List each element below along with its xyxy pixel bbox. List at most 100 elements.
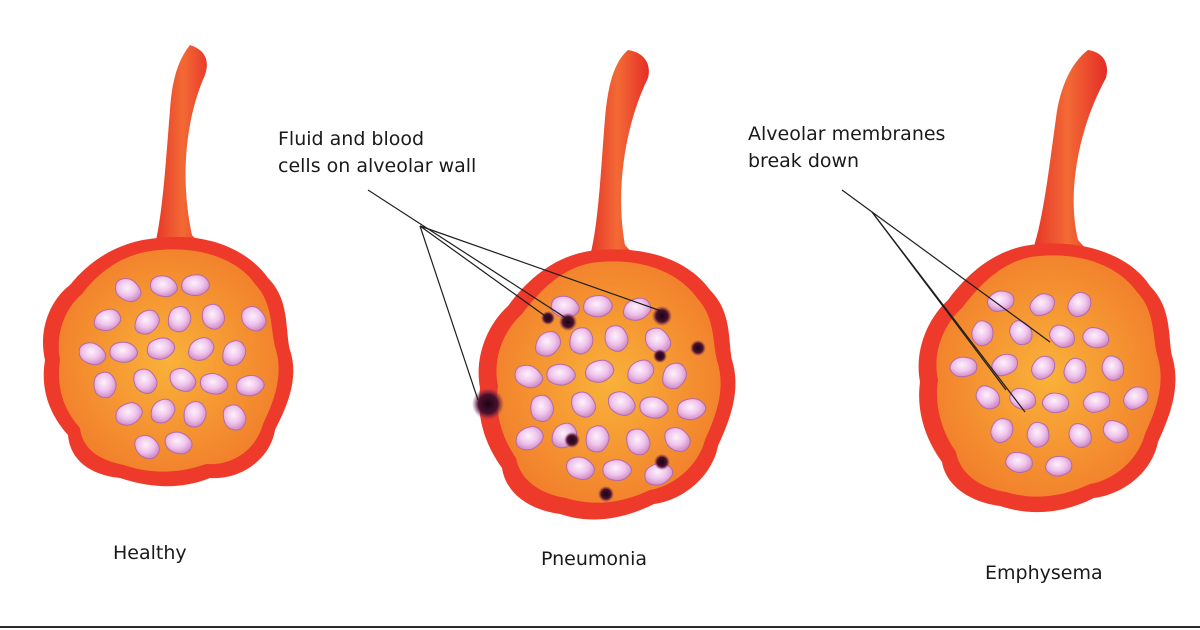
alveolar-sac <box>566 456 595 481</box>
emphysema-annotation-line-1: Alveolar membranes <box>748 123 946 145</box>
alveolar-sac <box>530 394 555 423</box>
alveolar-sac <box>585 359 615 383</box>
alveolar-sac <box>115 402 143 426</box>
healthy-alveolar-sacs <box>78 274 267 460</box>
pneumonia-annotation-line-1: Fluid and blood <box>278 128 425 150</box>
alveolar-sac <box>949 356 978 378</box>
alveolar-sac <box>222 340 247 367</box>
alveolar-sac <box>114 278 142 303</box>
alveolar-sac <box>626 428 651 456</box>
alveolar-sac <box>1026 421 1050 448</box>
leader-line <box>841 189 1051 343</box>
alveolar-sac <box>583 294 613 318</box>
alveolar-sac <box>585 425 610 453</box>
alveolar-sac <box>222 404 247 431</box>
emphysema-leader-lines <box>841 189 1051 413</box>
alveolar-sac <box>1063 357 1087 384</box>
alveolar-sac <box>604 325 629 352</box>
alveolar-sac <box>662 362 687 390</box>
blood-cell-deposit <box>652 306 672 326</box>
leader-line <box>419 225 549 319</box>
alveolar-sac <box>644 327 672 354</box>
emphysema-alveolar-sacs <box>949 290 1149 477</box>
alveolar-sac <box>93 371 117 399</box>
alveolar-sac <box>199 372 229 395</box>
alveolar-sac <box>236 374 265 397</box>
alveolar-sac <box>975 385 1001 410</box>
pneumonia-alveolar-sacs <box>514 294 707 486</box>
alveolar-sac <box>181 274 210 296</box>
healthy-alveoli <box>42 45 294 487</box>
alveolar-sac <box>93 308 122 332</box>
blood-cell-deposit <box>564 432 580 448</box>
alveolar-sac <box>1068 423 1092 448</box>
alveolar-sac <box>1082 391 1111 413</box>
alveolar-sac <box>1123 386 1149 410</box>
alveolar-sac <box>1029 293 1056 317</box>
alveolar-sac <box>109 341 138 363</box>
bottom-rule <box>0 626 1200 628</box>
alveolar-sac <box>1049 324 1075 348</box>
blood-cell-deposit <box>654 454 670 470</box>
blood-cell-deposit <box>653 349 667 363</box>
leader-line <box>871 211 1007 391</box>
alveolar-sac <box>627 359 655 385</box>
alveolar-sac <box>188 337 215 361</box>
blood-cell-deposit <box>472 388 504 420</box>
alveolar-sac <box>602 459 632 482</box>
pneumonia-alveoli <box>472 50 736 520</box>
alveolar-sac <box>1067 291 1092 318</box>
emphysema-alveoli <box>918 50 1176 513</box>
alveolar-sac <box>569 327 594 355</box>
alveolar-sac <box>1009 387 1037 411</box>
alveolar-sac <box>676 398 707 421</box>
alveolar-sac <box>134 434 160 460</box>
alveolar-sac <box>164 431 193 455</box>
alveolar-sac <box>183 401 207 428</box>
alveolar-sac <box>201 303 226 330</box>
alveolar-sac <box>990 418 1014 444</box>
alveolar-sac <box>146 337 176 360</box>
alveolar-sac <box>971 320 994 347</box>
leader-line <box>419 225 479 401</box>
alveolar-sac <box>571 391 597 418</box>
pneumonia-leader-lines <box>367 189 665 401</box>
leader-line <box>419 225 665 313</box>
alveolar-sac <box>515 426 544 451</box>
pneumonia-bronchiole <box>585 50 650 272</box>
alveolar-sac <box>78 342 107 366</box>
blood-cell-deposit <box>690 340 706 356</box>
alveolar-sac <box>607 391 636 416</box>
alveolar-sac <box>149 275 178 298</box>
alveolar-sac <box>514 364 544 389</box>
pneumonia-annotation: Fluid and blood cells on alveolar wall <box>278 126 476 180</box>
alveolar-sac <box>639 396 669 419</box>
alveolar-sac <box>986 290 1015 312</box>
blood-cell-deposit <box>559 313 577 331</box>
blood-cell-deposit <box>598 486 614 502</box>
alveolar-sac <box>1045 455 1073 477</box>
emphysema-annotation-line-2: break down <box>748 150 860 172</box>
alveolar-sac <box>1101 355 1125 381</box>
alveolar-sac <box>1031 355 1056 380</box>
emphysema-bronchiole <box>1028 50 1108 262</box>
alveolar-sac <box>1005 451 1033 473</box>
panel-label-healthy: Healthy <box>113 542 187 564</box>
alveolar-sac <box>1102 419 1129 443</box>
alveolar-sac <box>241 306 267 332</box>
alveolar-sac <box>1082 327 1110 349</box>
alveolar-sac <box>133 368 158 394</box>
alveolar-sac <box>134 309 160 335</box>
alveolar-sac <box>535 331 562 357</box>
alveolar-sac <box>169 367 197 393</box>
panel-label-emphysema: Emphysema <box>985 562 1103 584</box>
alveolar-sac <box>664 427 691 453</box>
leader-line <box>367 189 573 323</box>
panel-label-pneumonia: Pneumonia <box>541 548 647 570</box>
alveolar-sac <box>546 363 576 386</box>
alveolar-sac <box>1041 392 1070 414</box>
pneumonia-annotation-line-2: cells on alveolar wall <box>278 155 477 177</box>
pneumonia-fluid-deposits <box>472 306 706 502</box>
emphysema-annotation: Alveolar membranes break down <box>748 121 945 175</box>
